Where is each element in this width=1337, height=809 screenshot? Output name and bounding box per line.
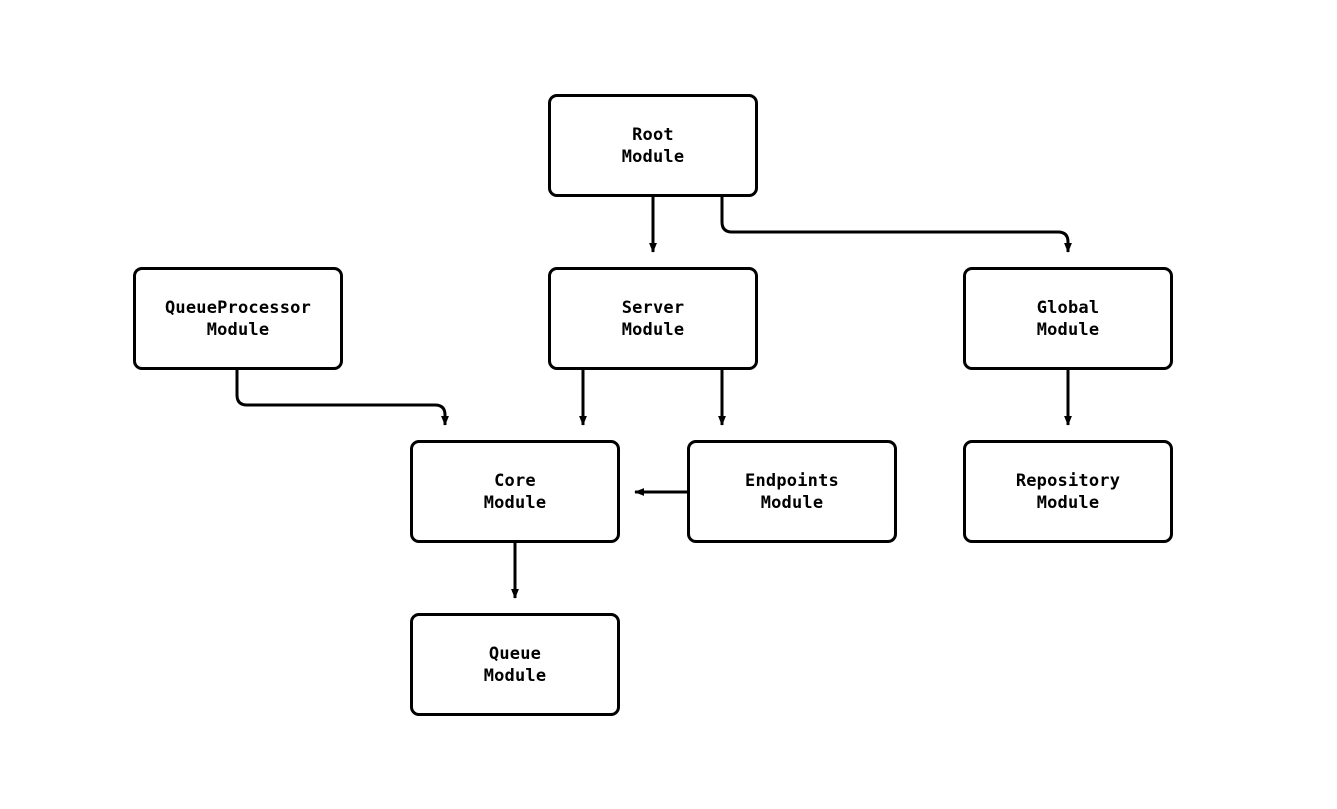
node-server-module[interactable]: Server Module (548, 267, 758, 370)
node-queue-module[interactable]: Queue Module (410, 613, 620, 716)
edge-queueprocessor-to-core (235, 370, 449, 426)
node-endpoints-module-label: Endpoints Module (745, 470, 839, 513)
node-queueprocessor-module[interactable]: QueueProcessor Module (133, 267, 343, 370)
node-endpoints-module[interactable]: Endpoints Module (687, 440, 897, 543)
node-queue-module-label: Queue Module (483, 643, 547, 686)
node-root-module-label: Root Module (621, 124, 685, 167)
node-core-module[interactable]: Core Module (410, 440, 620, 543)
node-global-module-label: Global Module (1036, 297, 1100, 340)
node-global-module[interactable]: Global Module (963, 267, 1173, 370)
node-root-module[interactable]: Root Module (548, 94, 758, 197)
node-core-module-label: Core Module (483, 470, 547, 513)
node-repository-module[interactable]: Repository Module (963, 440, 1173, 543)
edge-root-to-global (720, 197, 1072, 253)
node-repository-module-label: Repository Module (1015, 470, 1121, 513)
node-queueprocessor-module-label: QueueProcessor Module (164, 297, 312, 340)
node-server-module-label: Server Module (621, 297, 685, 340)
